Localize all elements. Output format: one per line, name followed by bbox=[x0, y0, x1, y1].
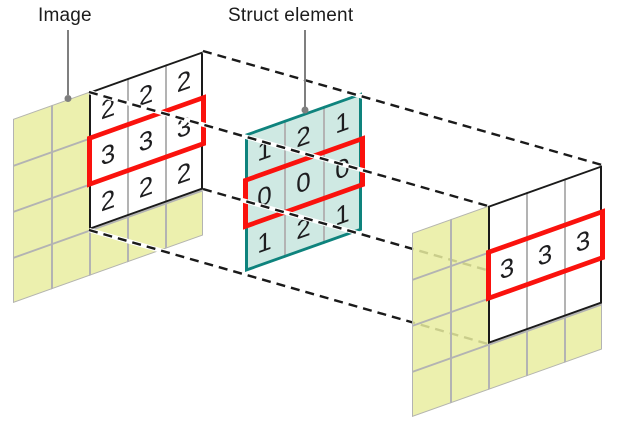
cell-value: 2 bbox=[176, 155, 192, 191]
struct-label-leader bbox=[301, 30, 309, 114]
image-label-leader bbox=[64, 30, 72, 102]
image-plane: 2 2 2 3 3 3 2 2 2 bbox=[13, 51, 206, 304]
cell-value: 3 bbox=[100, 136, 116, 172]
result-plane: 3 3 3 bbox=[412, 165, 605, 417]
cell-value: 2 bbox=[176, 63, 192, 99]
result-window-grid: 3 3 3 bbox=[488, 165, 602, 344]
cell-value: 2 bbox=[100, 90, 116, 126]
struct-element-grid: 1 2 1 0 0 0 1 2 1 bbox=[242, 92, 365, 273]
cell-value: 3 bbox=[138, 123, 154, 159]
cell-value: 1 bbox=[257, 224, 272, 260]
cell-value: 3 bbox=[575, 223, 591, 259]
image-label: Image bbox=[38, 5, 92, 26]
grid-line bbox=[127, 77, 129, 217]
struct-element-label: Struct element bbox=[228, 5, 354, 26]
cell-value: 3 bbox=[176, 109, 192, 145]
cell-value: 3 bbox=[537, 237, 553, 273]
cell-value: 0 bbox=[296, 164, 311, 200]
cell-value: 1 bbox=[335, 196, 350, 232]
grid-line bbox=[564, 178, 566, 317]
cell-value: 2 bbox=[296, 210, 311, 246]
cell-value: 2 bbox=[138, 77, 154, 113]
cell-value: 0 bbox=[335, 150, 350, 186]
image-window-grid: 2 2 2 3 3 3 2 2 2 bbox=[89, 51, 203, 230]
grid-line bbox=[526, 191, 528, 331]
cell-value: 1 bbox=[257, 132, 272, 168]
cell-value: 1 bbox=[335, 104, 350, 140]
grid-line bbox=[165, 64, 167, 203]
grid-line bbox=[323, 105, 325, 245]
cell-value: 0 bbox=[257, 178, 272, 214]
cell-value: 2 bbox=[138, 169, 154, 205]
cell-value: 2 bbox=[100, 182, 116, 218]
cell-value: 3 bbox=[499, 250, 515, 286]
cell-value: 2 bbox=[296, 118, 311, 154]
grid-line bbox=[284, 119, 286, 259]
